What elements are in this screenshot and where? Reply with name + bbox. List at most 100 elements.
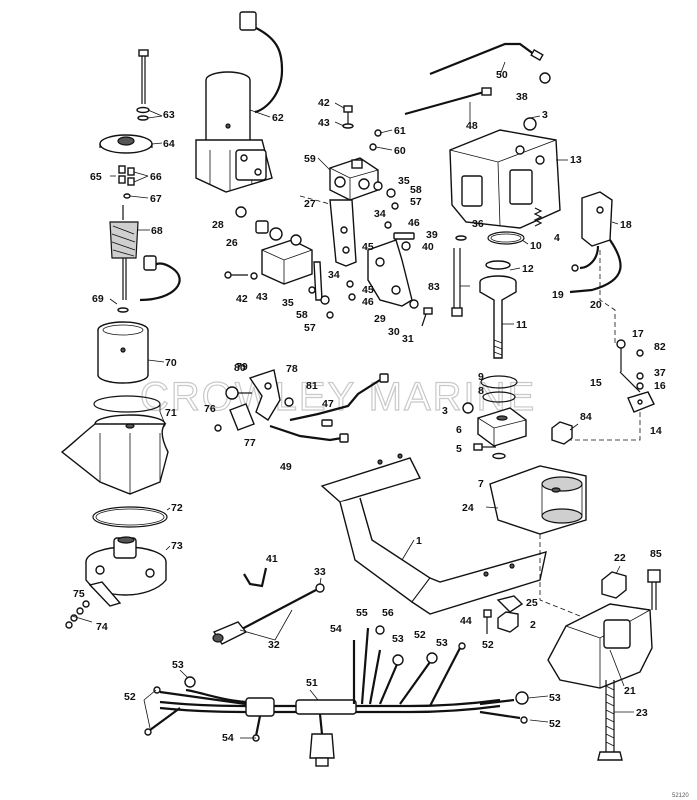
label-27: 27 (304, 198, 316, 210)
label-45-lower: 45 (362, 284, 374, 296)
label-64: 64 (163, 138, 175, 150)
label-18: 18 (620, 219, 632, 231)
part-83-long-bolt (451, 248, 463, 317)
label-46-lower: 46 (362, 296, 374, 308)
small-fasteners-centre (373, 181, 415, 251)
label-59: 59 (304, 153, 316, 165)
label-65: 65 (90, 171, 102, 183)
label-42-lower: 42 (236, 293, 248, 305)
part-79-78-clamp (248, 369, 281, 421)
label-58-upper: 58 (410, 184, 422, 196)
label-47: 47 (322, 398, 334, 410)
part-10-o-ring (487, 231, 525, 245)
part-4-spring (533, 207, 543, 227)
label-3-mid: 3 (442, 405, 448, 417)
label-51: 51 (306, 677, 318, 689)
label-61: 61 (394, 125, 406, 137)
label-68: 68 (151, 225, 163, 237)
part-31-bolt (421, 307, 433, 327)
part-69-washer (117, 307, 129, 313)
label-3-top: 3 (542, 109, 548, 121)
label-13: 13 (570, 154, 582, 166)
label-35-lower: 35 (282, 297, 294, 309)
part-81-nut (284, 397, 294, 407)
label-36: 36 (472, 218, 484, 230)
label-8: 8 (478, 385, 484, 397)
part-80-bolt-head (225, 386, 239, 400)
label-19: 19 (552, 289, 564, 301)
leader-dashed-right-2 (560, 412, 641, 441)
corner-code: 52120 (672, 793, 689, 799)
part-19-wire (579, 245, 600, 270)
label-10: 10 (530, 240, 542, 252)
label-5: 5 (456, 443, 462, 455)
label-55: 55 (356, 607, 368, 619)
part-5-bolt (473, 443, 496, 451)
part-28-nut (235, 206, 247, 218)
part-2-nut (497, 611, 519, 633)
part-50-tube (429, 42, 551, 84)
label-52-d: 52 (482, 639, 494, 651)
leader-dashed-right (599, 250, 616, 344)
label-29: 29 (374, 313, 386, 325)
label-11: 11 (516, 319, 527, 331)
label-43-lower: 43 (256, 291, 268, 303)
label-52-a: 52 (124, 691, 136, 703)
part-23-stud (597, 680, 623, 761)
label-76: 76 (204, 403, 216, 415)
part-25-clip (496, 595, 524, 613)
part-14-bracket (627, 391, 655, 413)
label-84: 84 (580, 411, 592, 423)
label-28: 28 (212, 219, 224, 231)
label-24: 24 (462, 502, 474, 514)
label-41: 41 (266, 553, 278, 565)
label-23: 23 (636, 707, 648, 719)
label-37: 37 (654, 367, 666, 379)
label-15: 15 (590, 377, 602, 389)
leader-dashed-mount (539, 534, 591, 621)
part-33-cable (239, 583, 325, 631)
part-11-piston-rod (479, 275, 517, 359)
part-24-rubber-mount (489, 465, 587, 535)
label-49: 49 (280, 461, 292, 473)
label-82: 82 (654, 341, 666, 353)
part-42-43-lower-bolt (224, 271, 258, 280)
label-70: 70 (165, 357, 177, 369)
label-20: 20 (590, 299, 602, 311)
label-22: 22 (614, 552, 626, 564)
watermark-text: CROWLEY MARINE (140, 375, 536, 419)
part-49-hose (269, 424, 343, 442)
label-38: 38 (516, 91, 528, 103)
part-26-fitting (255, 220, 269, 234)
label-17: 17 (632, 328, 644, 340)
part-3-nut-top (523, 117, 537, 131)
part-84-nut (551, 421, 573, 445)
label-69: 69 (92, 293, 104, 305)
label-73: 73 (171, 540, 183, 552)
label-14: 14 (650, 425, 662, 437)
label-80: 80 (234, 362, 246, 374)
label-52-b: 52 (549, 718, 561, 730)
part-17-82-pivot-pin (616, 339, 644, 372)
label-7: 7 (478, 478, 484, 490)
part-76-77-bracket (214, 403, 255, 432)
part-48-tube (404, 87, 492, 116)
part-70-motor-frame (97, 255, 181, 384)
part-30-washer (409, 299, 419, 309)
part-44-bolt (483, 609, 492, 634)
label-42-top: 42 (318, 97, 330, 109)
part-20-lead (569, 239, 622, 294)
label-16: 16 (654, 380, 666, 392)
part-74-75-fittings (65, 600, 90, 629)
label-31: 31 (402, 333, 414, 345)
label-66: 66 (150, 171, 162, 183)
part-solenoid (261, 227, 313, 285)
part-51-wire-harness (159, 697, 501, 767)
label-72: 72 (171, 502, 183, 514)
label-57-lower: 57 (304, 322, 316, 334)
label-40: 40 (422, 241, 434, 253)
label-33: 33 (314, 566, 326, 578)
part-60-washer (369, 143, 377, 151)
callout-labels: 63 64 65 66 67 68 69 70 71 72 73 75 74 6… (73, 69, 666, 744)
label-39: 39 (426, 229, 438, 241)
